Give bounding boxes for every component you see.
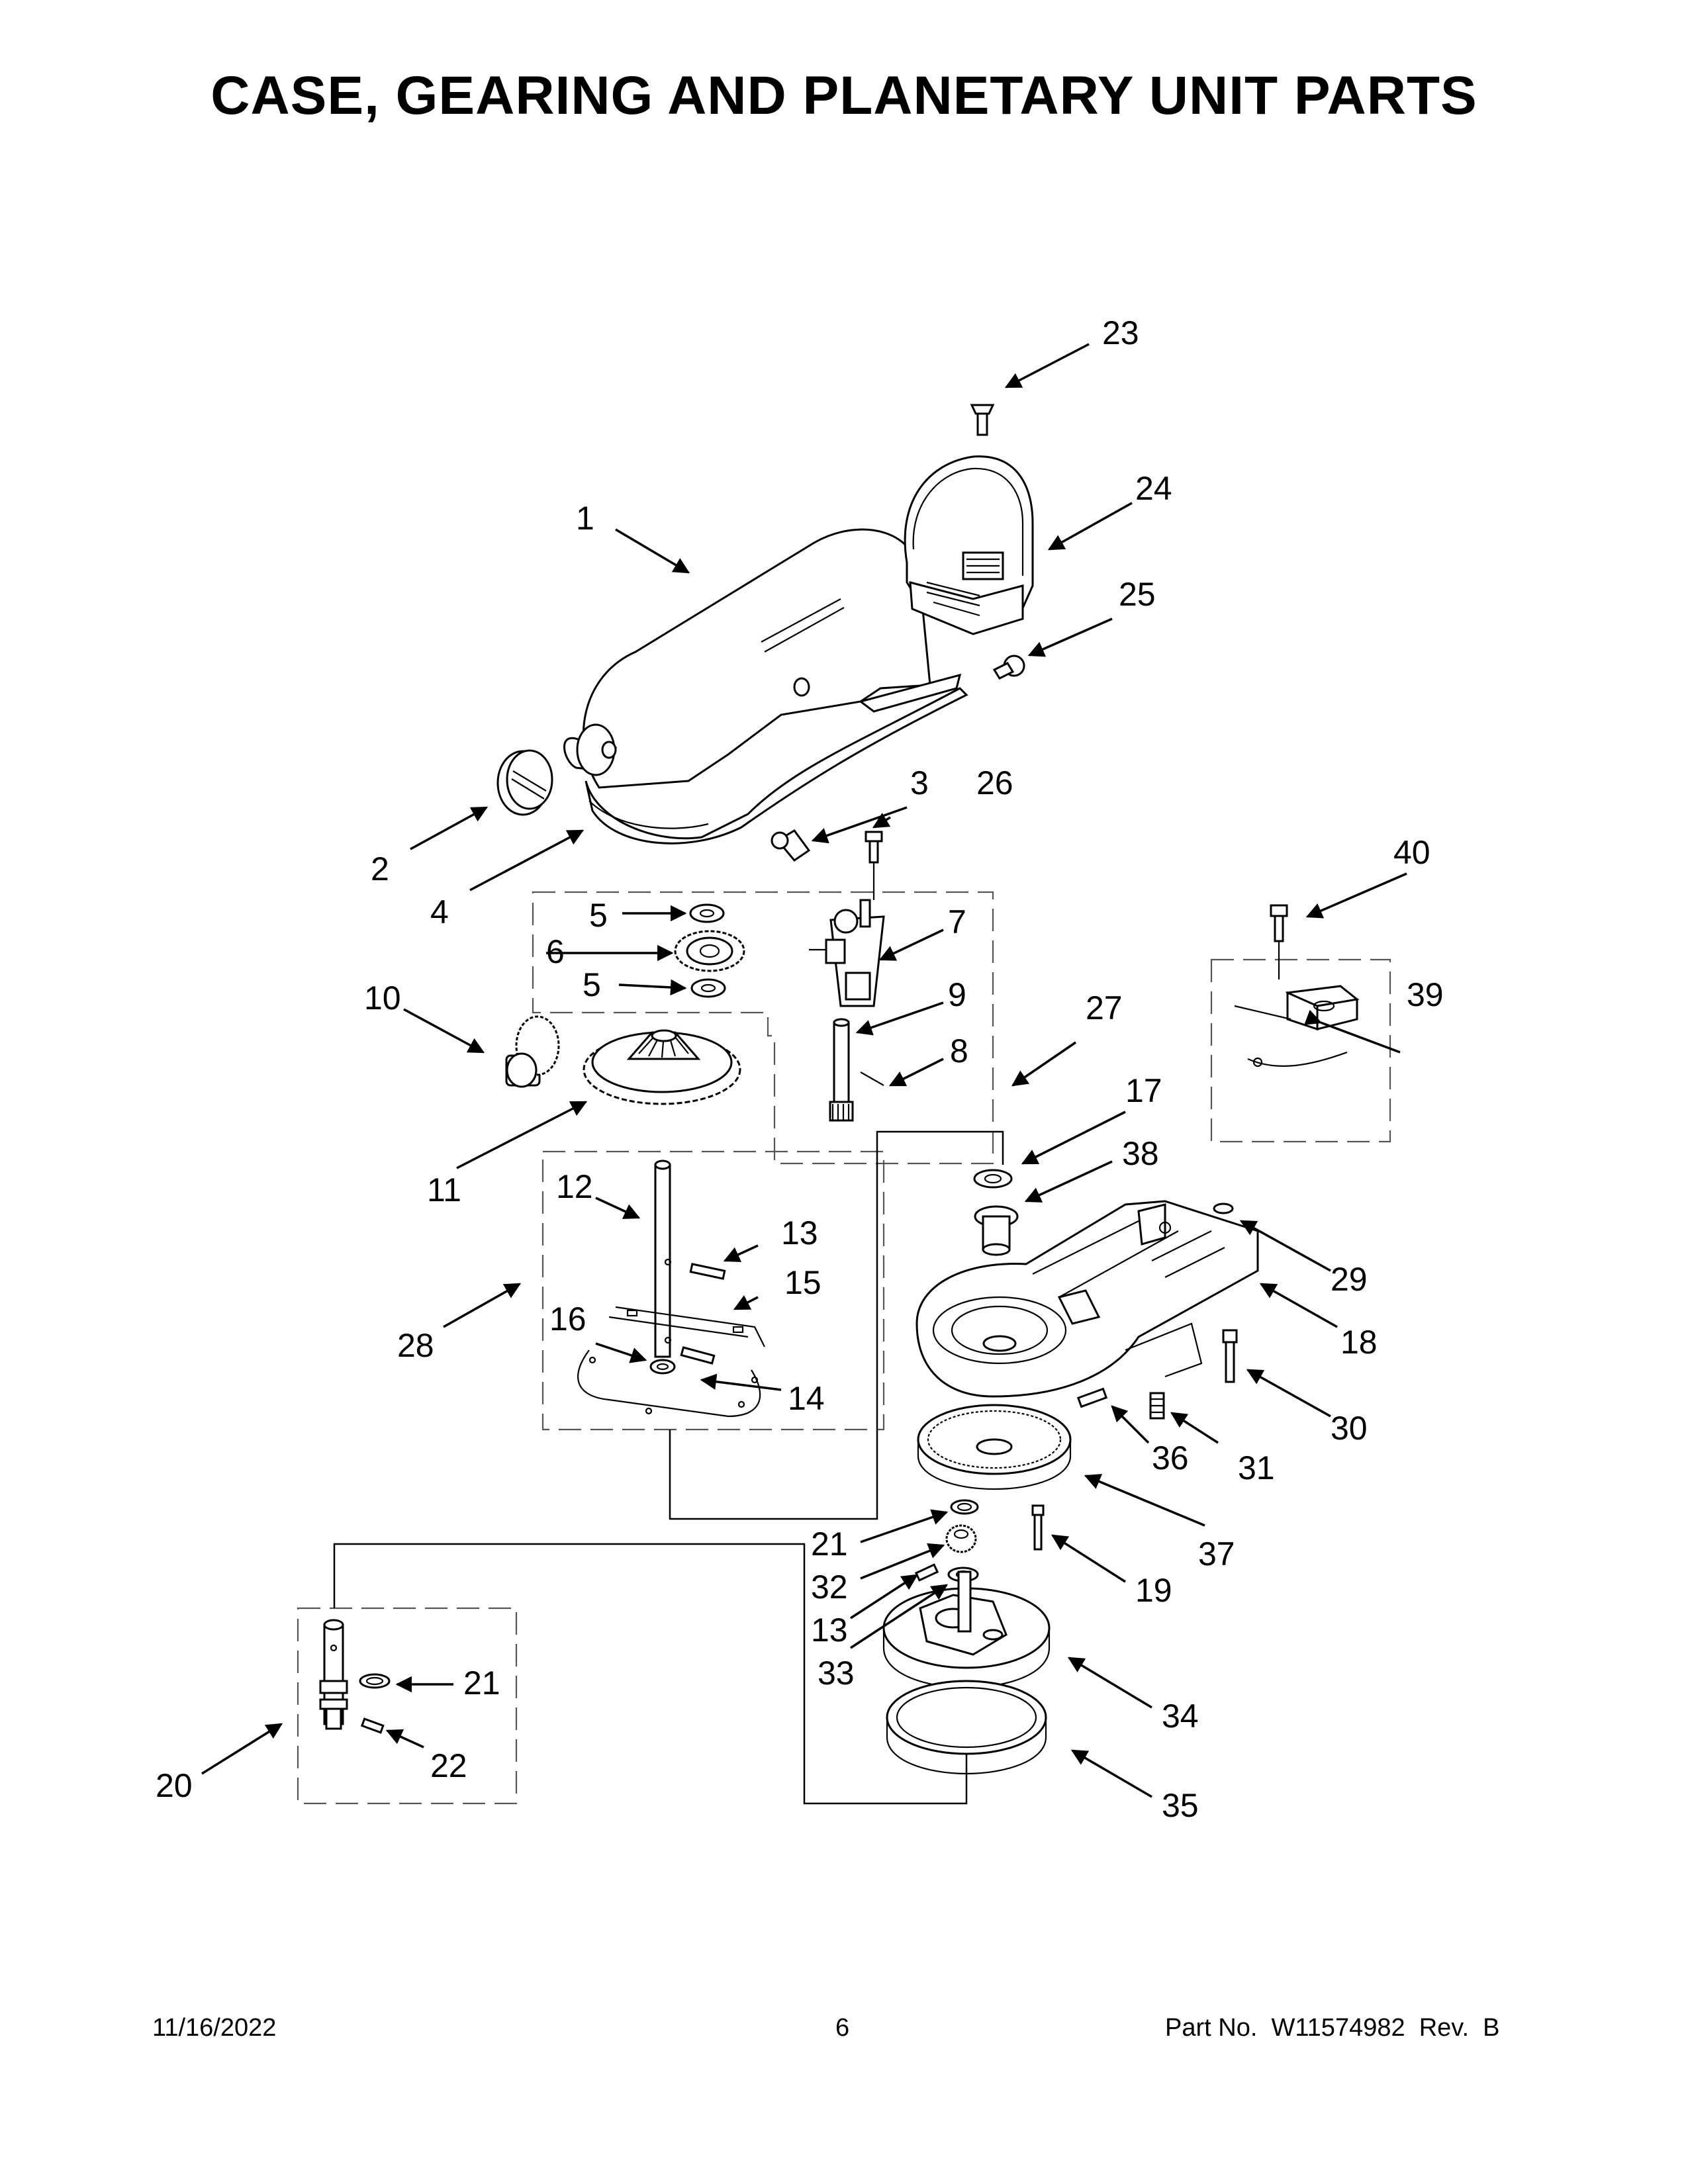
- callout-19: 19: [1135, 1572, 1172, 1609]
- hinge-pin-part: [771, 829, 811, 862]
- washer-5-lower-part: [690, 978, 726, 998]
- screw-30-part: [1222, 1329, 1238, 1383]
- callout-23: 23: [1102, 314, 1139, 351]
- callout-8: 8: [950, 1032, 968, 1069]
- pinion-10-part: [505, 1015, 560, 1088]
- screw-31-part: [1149, 1392, 1165, 1420]
- callout-27: 27: [1086, 989, 1123, 1026]
- callout-37: 37: [1198, 1535, 1235, 1572]
- seal-15-part: [608, 1306, 765, 1347]
- retainer-21-left-part: [359, 1673, 391, 1689]
- footer-page-number: 6: [835, 2014, 850, 2042]
- shaft-12-part: [654, 1160, 672, 1358]
- callout-18: 18: [1340, 1324, 1378, 1361]
- callout-21a: 21: [811, 1525, 848, 1563]
- callout-6: 6: [546, 933, 565, 970]
- callout-13a: 13: [781, 1214, 818, 1251]
- rear-cover-24-part: [904, 455, 1034, 635]
- head-case-part: [563, 528, 968, 844]
- callout-31: 31: [1238, 1449, 1275, 1486]
- gear-6-part: [674, 930, 745, 972]
- screw-36-part: [1076, 1387, 1108, 1408]
- callout-33: 33: [818, 1655, 855, 1692]
- callout-39: 39: [1407, 976, 1444, 1013]
- callout-16: 16: [549, 1300, 586, 1338]
- pin-8-part: [860, 1071, 884, 1086]
- callout-11: 11: [427, 1171, 461, 1208]
- page-title: CASE, GEARING AND PLANETARY UNIT PARTS: [211, 66, 1477, 126]
- assembly-box-39: [1210, 958, 1391, 1143]
- pin-13-lower-part: [914, 1563, 939, 1582]
- pin-22-part: [360, 1717, 385, 1734]
- callout-4: 4: [430, 893, 449, 931]
- washer-17-part: [973, 1169, 1013, 1189]
- leader-lines: [201, 343, 1407, 1798]
- callout-30: 30: [1331, 1410, 1368, 1447]
- washer-16-part: [649, 1359, 676, 1375]
- callout-5a: 5: [589, 897, 608, 934]
- connector-line-28-to-base: [669, 1130, 1004, 1520]
- callout-2: 2: [371, 850, 389, 887]
- callout-32: 32: [811, 1569, 848, 1606]
- bracket-7-part: [809, 862, 885, 1007]
- lower-case-part: [588, 800, 709, 829]
- callout-9: 9: [948, 976, 966, 1013]
- footer-part-number: Part No. W11574982 Rev. B: [1165, 2014, 1500, 2042]
- gear-housing-18-part: [915, 1200, 1259, 1398]
- washer-29-part: [1213, 1203, 1234, 1214]
- callout-28: 28: [397, 1327, 434, 1364]
- callout-25: 25: [1119, 576, 1156, 613]
- callout-13b: 13: [811, 1612, 848, 1649]
- callout-1: 1: [576, 500, 594, 537]
- screw-40-part: [1270, 904, 1288, 979]
- assembly-box-20: [297, 1607, 518, 1805]
- gear-32-part: [945, 1524, 977, 1553]
- callout-36: 36: [1152, 1439, 1189, 1477]
- callout-34: 34: [1162, 1698, 1199, 1735]
- callout-29: 29: [1331, 1261, 1368, 1298]
- callout-22: 22: [430, 1747, 467, 1784]
- assembly-box-27: [532, 891, 994, 1165]
- screw-19-part: [1031, 1504, 1045, 1551]
- ring-gear-37-part: [917, 1404, 1072, 1490]
- callout-20: 20: [156, 1767, 193, 1804]
- callout-21b: 21: [463, 1664, 500, 1702]
- gasket-28-part: [577, 1349, 761, 1418]
- callout-3: 3: [910, 764, 929, 801]
- hub-cover-part: [496, 749, 553, 816]
- pin-13-upper-part: [689, 1263, 726, 1280]
- callout-38: 38: [1122, 1135, 1159, 1172]
- callout-35: 35: [1162, 1787, 1199, 1824]
- band-35-part: [886, 1680, 1047, 1775]
- screw-25-part: [992, 655, 1025, 680]
- beater-shaft-20-part: [319, 1619, 348, 1730]
- callout-24: 24: [1135, 470, 1172, 507]
- callout-26: 26: [976, 764, 1013, 801]
- washer-5-upper-part: [689, 903, 725, 923]
- screw-26-part: [865, 831, 883, 864]
- retainer-21-center-part: [950, 1499, 979, 1515]
- callout-17: 17: [1125, 1072, 1162, 1109]
- callout-5b: 5: [583, 966, 601, 1003]
- screw-23-part: [970, 404, 995, 436]
- assembly-box-28: [541, 1150, 885, 1431]
- callout-labels: 1 2 3 4 5 5 6 7 8 9 10 11 12 13 13 14 15…: [156, 314, 1444, 1824]
- shaft-9-part: [829, 1018, 854, 1122]
- callout-14: 14: [788, 1380, 825, 1417]
- callout-7: 7: [948, 903, 966, 940]
- callout-15: 15: [784, 1264, 821, 1301]
- callout-40: 40: [1393, 834, 1430, 871]
- pin-14-part: [680, 1346, 716, 1365]
- switch-39-part: [1234, 985, 1360, 1068]
- bushing-38-part: [974, 1205, 1019, 1256]
- callout-12: 12: [556, 1168, 593, 1205]
- planetary-34-part: [882, 1570, 1051, 1689]
- bevel-gear-11-part: [583, 1029, 741, 1105]
- connector-line-20-to-planetary: [333, 1543, 968, 1805]
- callout-10: 10: [364, 979, 401, 1017]
- footer-date: 11/16/2022: [152, 2014, 277, 2042]
